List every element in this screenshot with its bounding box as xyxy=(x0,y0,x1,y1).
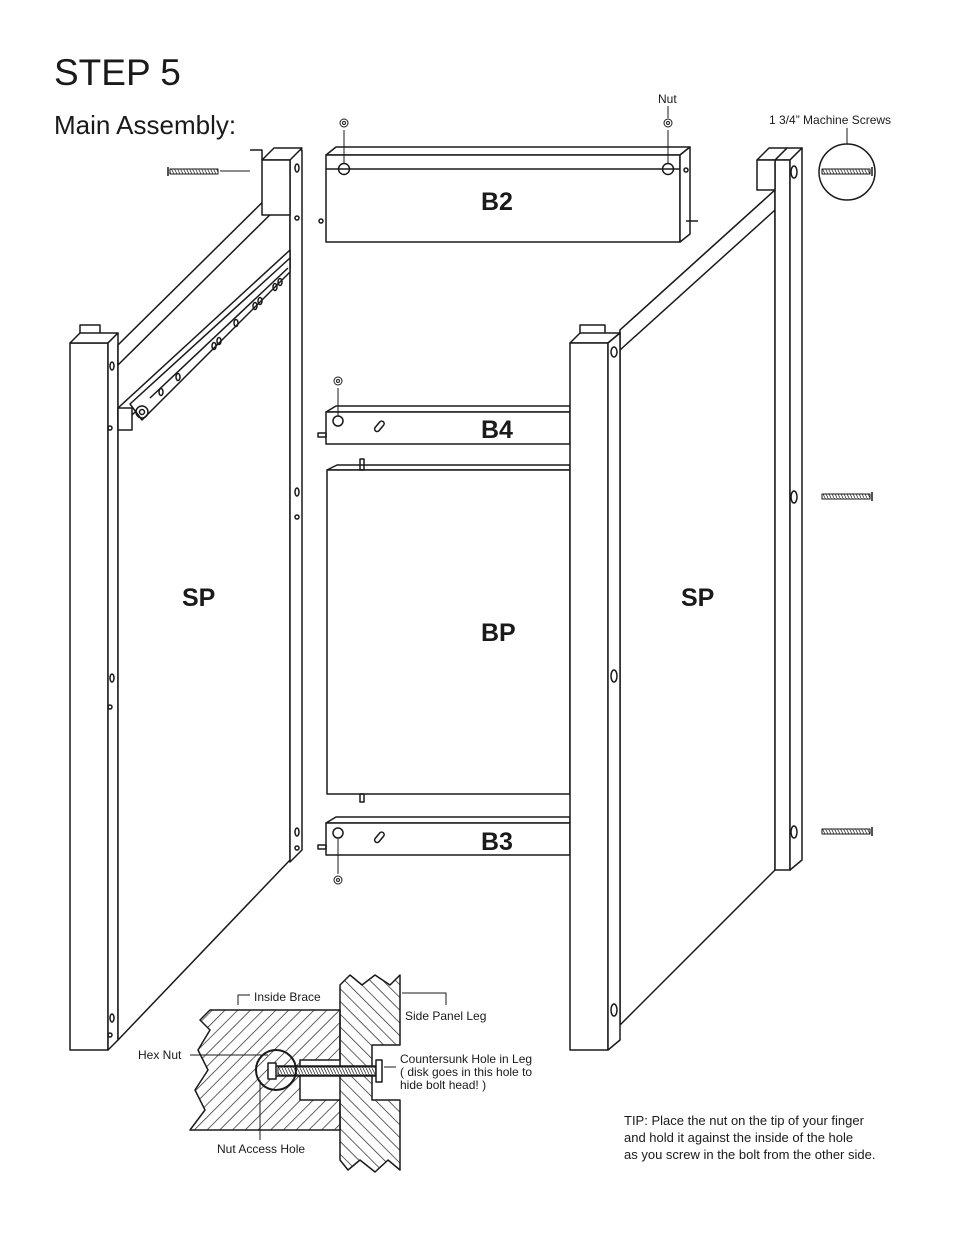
part-label-b3: B3 xyxy=(481,828,513,856)
tip-text: TIP: Place the nut on the tip of your fi… xyxy=(624,1113,876,1162)
machine-screws-label: 1 3/4” Machine Screws xyxy=(769,113,892,127)
b2-brace xyxy=(318,106,698,243)
part-label-sp-right: SP xyxy=(681,584,715,612)
nut-label: Nut xyxy=(658,92,677,106)
nut-access-hole-label: Nut Access Hole xyxy=(217,1142,306,1156)
left-side-panel xyxy=(69,147,303,1051)
side-panel-leg-label: Side Panel Leg xyxy=(405,1009,487,1023)
right-side-panel xyxy=(569,128,876,1051)
cross-section-detail xyxy=(189,974,447,1173)
back-panel xyxy=(326,458,571,803)
part-label-b4: B4 xyxy=(481,416,513,444)
part-label-sp-left: SP xyxy=(182,584,216,612)
step-title: STEP 5 xyxy=(54,52,181,93)
hex-nut-label: Hex Nut xyxy=(138,1048,182,1062)
section-title: Main Assembly: xyxy=(54,110,237,140)
b4-brace xyxy=(317,376,571,445)
part-label-b2: B2 xyxy=(481,188,513,216)
inside-brace-label: Inside Brace xyxy=(254,990,321,1004)
countersunk-hole-label: Countersunk Hole in Leg ( disk goes in t… xyxy=(400,1052,533,1092)
part-label-bp: BP xyxy=(481,619,516,647)
b3-brace xyxy=(317,816,571,885)
